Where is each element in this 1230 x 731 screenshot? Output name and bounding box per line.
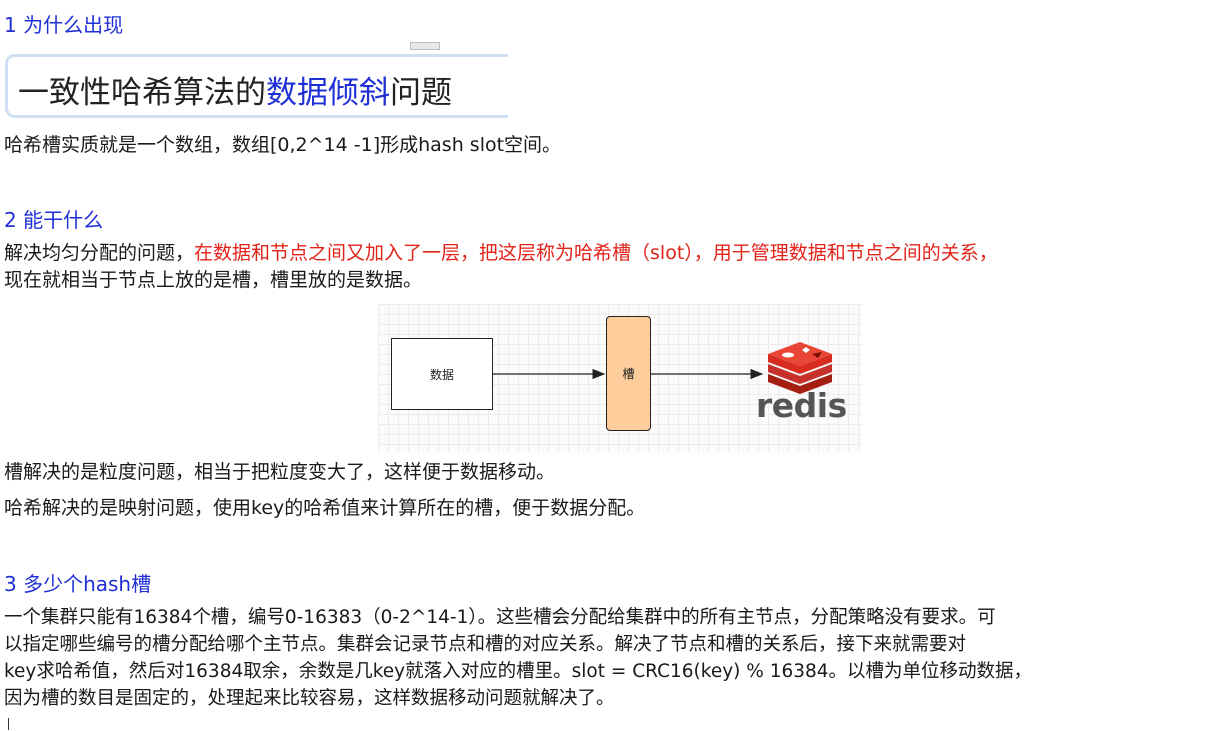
banner-title-prefix: 一致性哈希算法的 (18, 75, 266, 111)
image-handle (410, 42, 440, 50)
paragraph-purpose-line2: 现在就相当于节点上放的是槽，槽里放的是数据。 (4, 269, 423, 291)
purpose-text: 解决均匀分配的问题， (4, 242, 195, 264)
paragraph-line-2: 以指定哪些编号的槽分配给哪个主节点。集群会记录节点和槽的对应关系。解决了节点和槽… (4, 634, 967, 655)
paragraph-purpose: 解决均匀分配的问题，在数据和节点之间又加入了一层，把这层称为哈希槽（slot），… (4, 240, 998, 267)
banner-title-highlight: 数据倾斜 (266, 75, 390, 111)
redis-logo-text: redis (756, 386, 847, 425)
paragraph-line-3: key求哈希值，然后对16384取余，余数是几key就落入对应的槽里。slot … (4, 661, 1033, 682)
data-box: 数据 (391, 338, 493, 410)
banner-title-suffix: 问题 (390, 75, 452, 111)
slot-box: 槽 (606, 316, 651, 431)
purpose-highlight: 在数据和节点之间又加入了一层，把这层称为哈希槽（slot），用于管理数据和节点之… (194, 242, 998, 264)
section-heading-what: 2 能干什么 (4, 208, 104, 232)
paragraph-line-1: 一个集群只能有16384个槽，编号0-16383（0-2^14-1）。这些槽会分… (4, 607, 996, 628)
section-heading-how-many: 3 多少个hash槽 (4, 572, 152, 596)
slot-diagram: 数据 槽 redis (378, 304, 862, 452)
text-cursor (8, 718, 9, 730)
title-banner-image: 一致性哈希算法的数据倾斜问题 (5, 54, 508, 118)
note-mapping: 哈希解决的是映射问题，使用key的哈希值来计算所在的槽，便于数据分配。 (4, 497, 646, 519)
note-granularity: 槽解决的是粒度问题，相当于把粒度变大了，这样便于数据移动。 (4, 461, 556, 483)
section-heading-why: 1 为什么出现 (4, 13, 124, 37)
paragraph-line-4: 因为槽的数目是固定的，处理起来比较容易，这样数据移动问题就解决了。 (4, 688, 615, 709)
diagram-arrows (493, 342, 832, 394)
redis-logo-icon (768, 342, 832, 394)
banner-title: 一致性哈希算法的数据倾斜问题 (18, 67, 452, 112)
paragraph-hash-slot-array: 哈希槽实质就是一个数组，数组[0,2^14 -1]形成hash slot空间。 (4, 134, 562, 156)
